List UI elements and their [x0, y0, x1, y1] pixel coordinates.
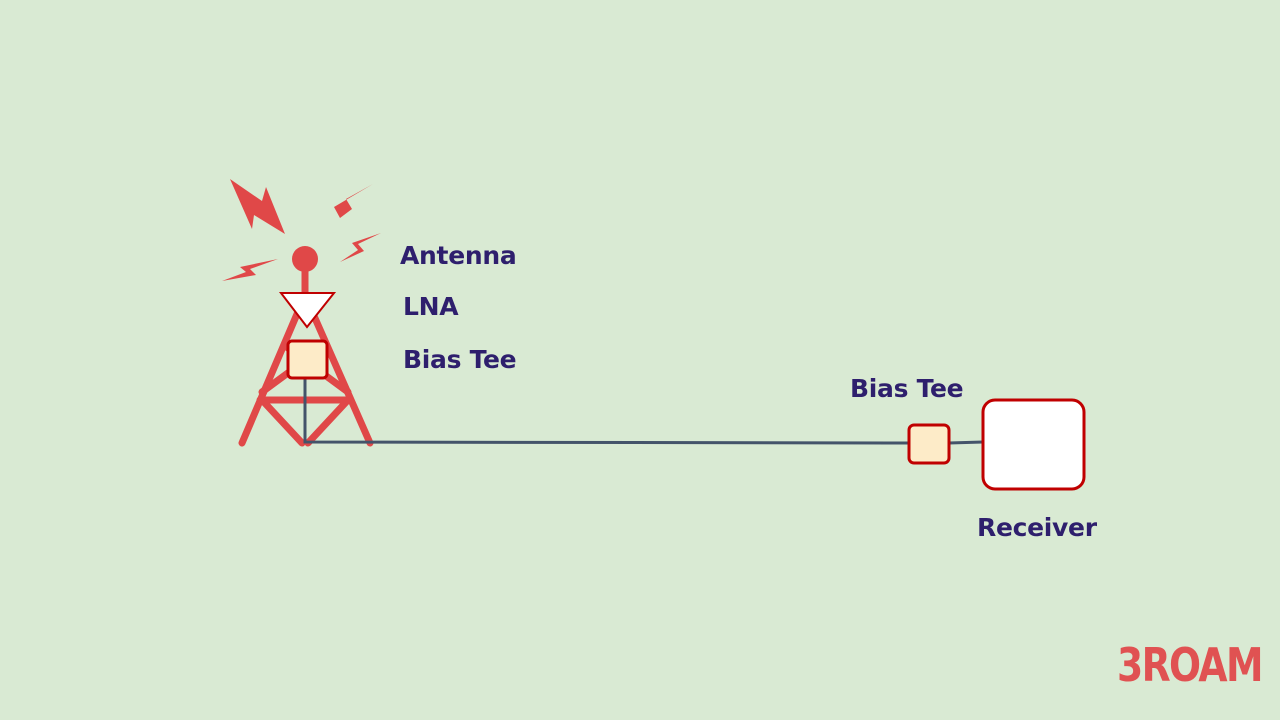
- lightning-bolt-icon: [320, 184, 373, 233]
- bias-tee-tower-box: [286, 339, 329, 380]
- brand-logo: 3ROAM: [1117, 638, 1264, 692]
- receiver-cable: [948, 440, 984, 445]
- receiver-label: Receiver: [977, 513, 1097, 542]
- bias-tee-receiver-box: [907, 423, 951, 465]
- lightning-bolt-icon: [230, 179, 285, 234]
- coax-cable: [303, 378, 911, 445]
- bias-tee-tower-label: Bias Tee: [403, 345, 517, 374]
- lna-label: LNA: [403, 292, 459, 321]
- lightning-bolt-icon: [340, 233, 381, 262]
- receiver-box: [981, 398, 1086, 491]
- antenna-label: Antenna: [400, 241, 517, 270]
- lightning-bolt-icon: [222, 259, 278, 281]
- antenna-tip: [292, 246, 318, 272]
- bias-tee-receiver-label: Bias Tee: [850, 374, 964, 403]
- lna-amplifier-icon: [278, 292, 337, 329]
- signal-bolts: [222, 179, 381, 281]
